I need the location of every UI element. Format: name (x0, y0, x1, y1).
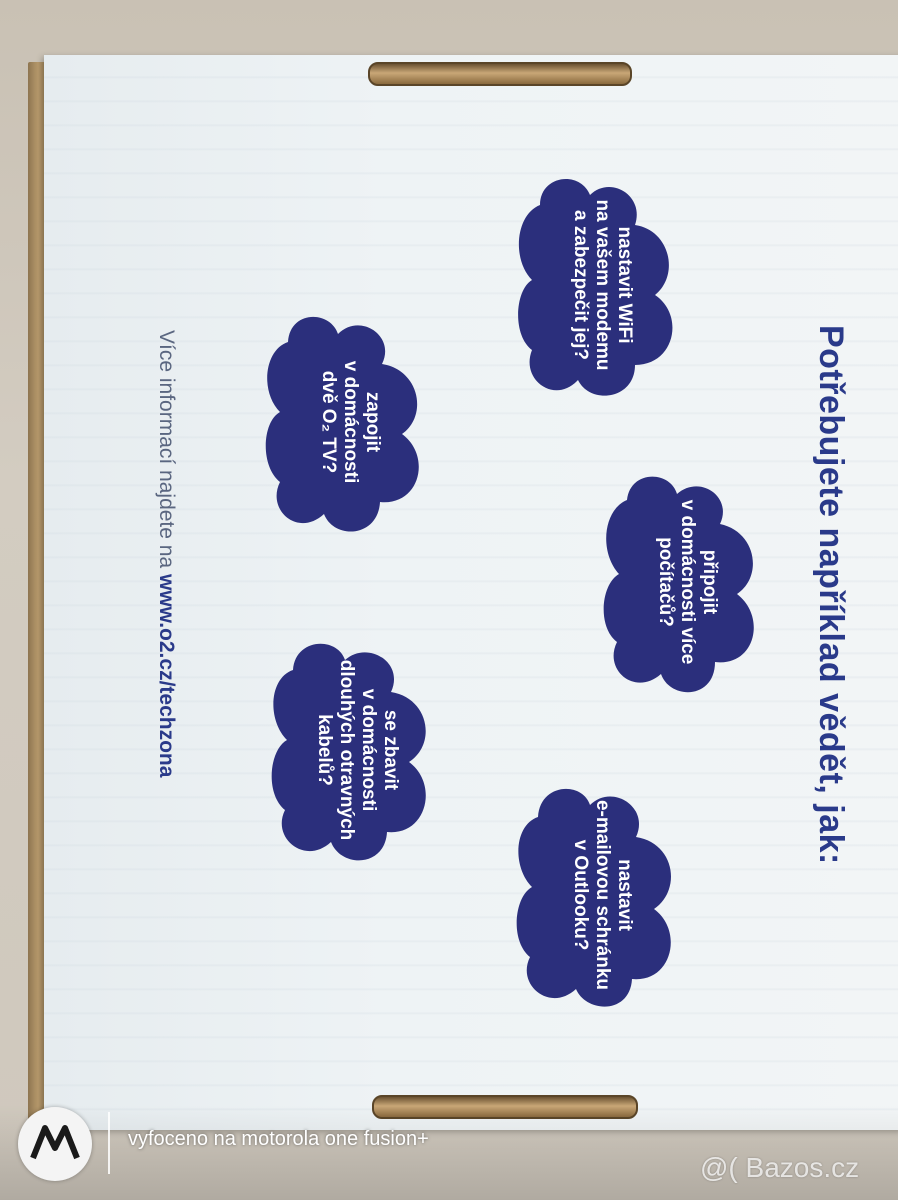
cloud-label: nastavit WiFi na vašem modemu a zabezpeč… (570, 199, 636, 371)
box-slot-top (368, 62, 632, 86)
watermark-bar (0, 1105, 898, 1200)
cloud-label: nastavit e-mailovou schránku v Outlooku? (570, 799, 636, 991)
cloud-shape-icon (265, 317, 419, 532)
cloud-shape-icon (271, 643, 426, 861)
box-face (44, 55, 898, 1130)
cloud-shape-icon (516, 788, 671, 1007)
cloud-label: se zbavit v domácnosti dlouhých otravnýc… (314, 659, 402, 841)
footer-link: www.o2.cz/techzona (155, 573, 178, 778)
footer-prefix: Více informací najdete na (155, 330, 178, 574)
box-heading: Potřebujete například vědět, jak: (812, 325, 850, 865)
cloud-label: zapojit v domácnosti dvě O₂ TV? (318, 360, 384, 484)
box-footer: Více informací najdete na www.o2.cz/tech… (154, 330, 178, 777)
cloud-shape-icon (603, 476, 754, 693)
cloud-label: připojit v domácnosti více počítačů? (655, 499, 721, 665)
cloud-shape-icon (518, 179, 673, 396)
watermark-divider (108, 1112, 110, 1174)
box-slot-bottom (372, 1095, 638, 1119)
motorola-logo-icon (18, 1107, 92, 1181)
camera-caption: vyfoceno na motorola one fusion+ (128, 1128, 429, 1150)
site-watermark: @( Bazos.cz (700, 1152, 860, 1183)
